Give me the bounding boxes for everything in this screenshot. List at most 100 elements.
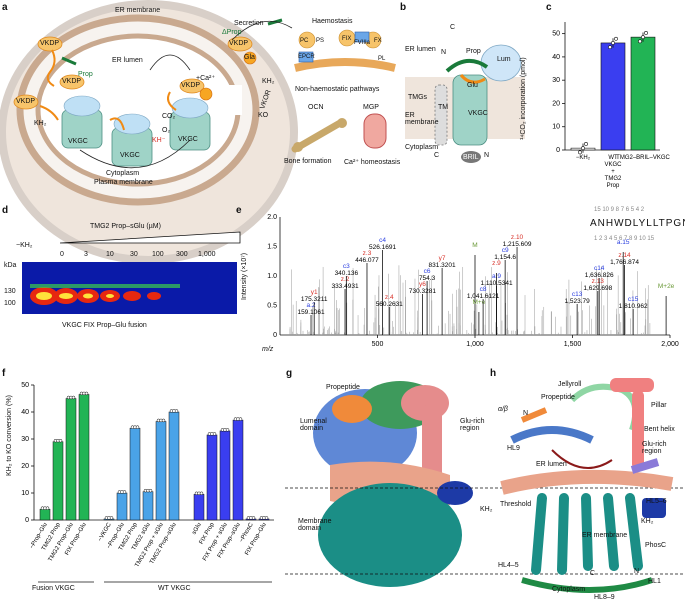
a-mgp: MGP [363,104,379,111]
e-ion-label: z.4 [385,294,394,301]
e-mz-label: 333.4931 [331,283,358,290]
e-mz-label: 159.1061 [297,309,324,316]
h-glu-region: Glu-rich region [642,441,667,455]
f-bar [193,494,205,521]
e-ion-label: c6 [424,268,431,275]
f-bar [168,411,180,521]
b-bril: BRIL [463,154,479,161]
a-epcr: EPCR [298,54,315,60]
a-bone-illustration [291,118,347,153]
d-mw-130: 130 [4,288,16,295]
a-er-lumen: ER lumen [112,57,143,64]
c-x-label: −KH₂ [576,155,591,161]
f-y-tick-label: 0 [25,517,29,524]
e-mz-label: 754.3 [419,275,436,282]
b-tm: TM [438,104,449,111]
e-ion-label: c14 [594,265,605,272]
a-kh2-1: KH₂ [262,78,275,85]
e-ion-label: a.2 [307,302,316,309]
a-haemostasis: Haemostasis [312,18,353,25]
f-bar [129,427,141,521]
a-vkdp-4: VKDP [181,82,201,89]
e-ion-label: c3 [343,263,350,270]
e-ion-label: z.13 [592,278,605,285]
e-mz-label: 1,629.698 [583,285,612,292]
f-dot [225,428,230,432]
e-x-tick-label: 2,000 [661,341,679,348]
f-dot [199,491,204,496]
a-fix: FIX [342,36,352,42]
h-phosc: PhosC [645,542,667,549]
panel-g-cryoem-map [313,381,473,587]
a-vkgc-2: VKGC [120,152,140,159]
b-er-lumen: ER lumen [405,46,436,53]
b-n-top: N [441,49,447,56]
e-mz-label: 1,766.874 [610,259,639,266]
f-dot [84,391,89,396]
f-y-tick-label: 30 [21,436,29,443]
a-kh2-2: KH₂ [34,120,47,127]
e-ion-label: z.2 [341,276,350,283]
h-n: N [523,410,529,417]
b-c-bottom: C [434,152,440,159]
a-vkgc-1: VKGC [68,138,88,145]
f-dot [264,516,269,520]
a-co2: CO₂ [162,113,176,120]
e-ion-label: y6 [419,281,426,288]
a-plasma-membrane: Plasma membrane [94,179,153,186]
c-x-label: + [611,169,615,175]
e-mz-label: 831.3201 [429,262,456,269]
h-hl1: HL1 [648,578,661,585]
h-pillar: Pillar [651,402,667,409]
f-dot [174,409,179,413]
f-dot [238,417,243,421]
c-dot [578,150,582,155]
panel-a-cell-diagram [0,0,298,264]
c-y-tick-label: 20 [552,100,560,107]
d-conc-5: 300 [176,251,188,258]
f-bar [206,434,218,521]
e-peptide: ANHWDLYLLTPGNLYR [590,218,685,229]
e-ion-label: z.9 [492,260,501,267]
e-ion-label: M [472,242,477,249]
b-n-bottom: N [484,152,490,159]
f-dot [45,506,50,510]
e-ion-label: c4 [379,237,386,244]
d-gradient-wedge [59,231,241,244]
e-mz-label: 1,523.79 [564,298,590,305]
e-ion-label: a.15 [617,239,630,246]
c-x-label: VKGC [604,162,622,168]
f-y-tick-label: 10 [21,490,29,497]
f-bar [155,421,167,521]
a-ps: PS [316,38,325,44]
f-x-label: sGlu [191,522,202,536]
e-mz-label: 1,215.609 [503,241,532,248]
e-ion-label: z.10 [511,234,524,241]
h-c: C [590,570,596,577]
a-o2: O₂ [162,127,171,134]
d-mw-100: 100 [4,300,16,307]
e-mz-label: 446.077 [355,257,379,264]
d-title: TMG2 Prop–sGlu (µM) [90,223,161,230]
panel-b-topology-diagram [405,44,525,163]
f-dot [109,516,114,520]
c-bar [600,42,626,151]
panel-g-label: g [286,368,293,379]
h-kh2: KH₂ [641,518,654,525]
d-minus-kh2: −KH₂ [16,242,33,249]
c-bar [630,36,656,151]
c-y-tick-label: 10 [552,124,560,131]
e-mz-label: 1,041.6121 [467,293,500,300]
f-bar [142,491,154,521]
f-dot [212,432,217,436]
a-prop: Prop [78,71,93,78]
b-er-membrane: ER membrane [405,112,439,126]
b-lum: Lum [497,56,511,63]
d-conc-0: 0 [60,251,64,258]
e-mz-label: 560.2631 [376,301,403,308]
a-er-membrane: ER membrane [115,7,161,14]
f-bar [219,430,231,521]
h-er-membrane: ER membrane [582,532,628,539]
